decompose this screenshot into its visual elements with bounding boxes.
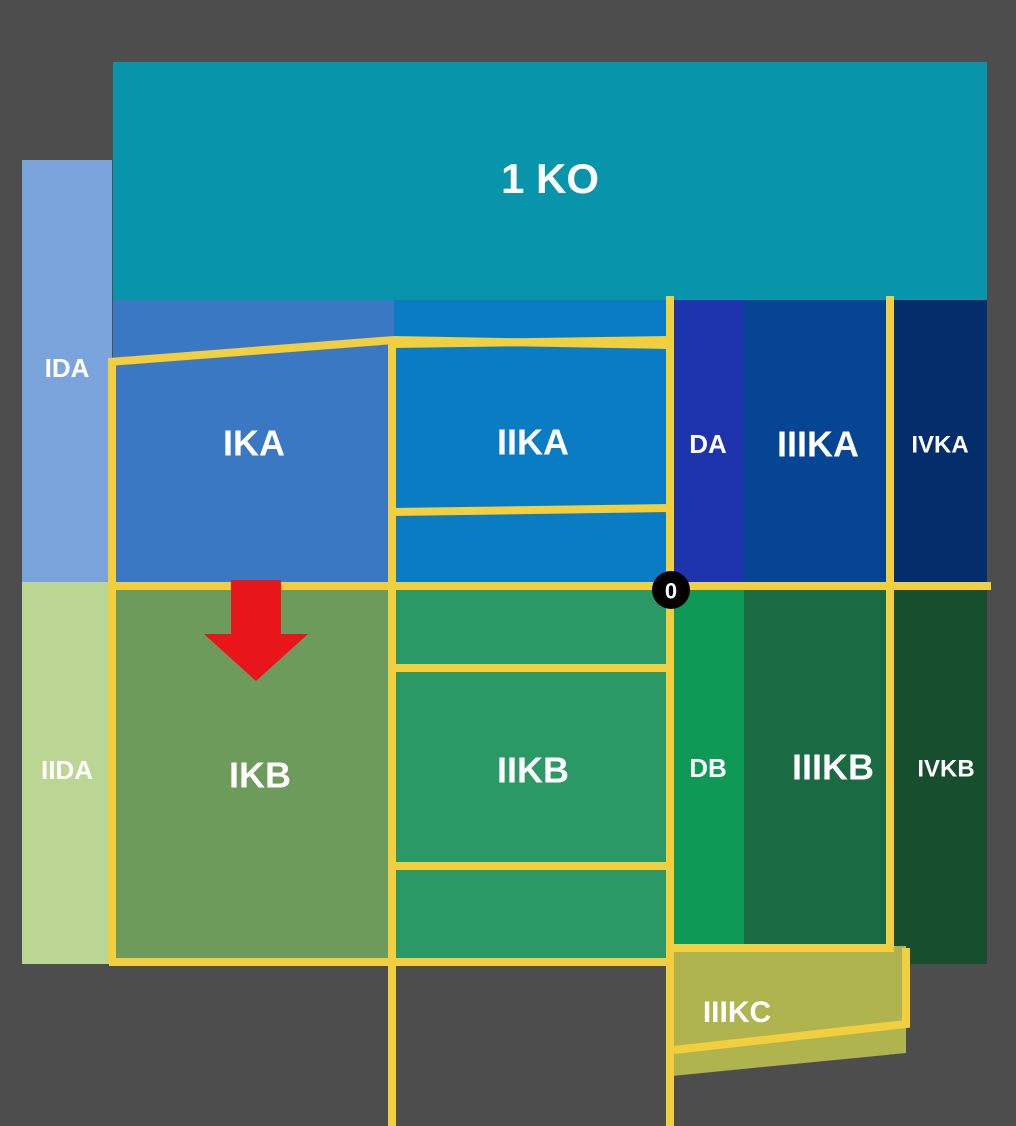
label-IVKB: IVKB xyxy=(917,755,974,782)
label-IIIKC: IIIKC xyxy=(703,996,771,1029)
grid-h-iika-lower xyxy=(391,504,671,516)
label-IIDA: IIDA xyxy=(41,755,93,785)
region-DA[interactable] xyxy=(670,300,744,582)
origin-marker-label: 0 xyxy=(665,579,677,604)
region-IIKB[interactable] xyxy=(394,582,670,964)
label-IKB: IKB xyxy=(229,755,291,796)
label-IIIKA: IIIKA xyxy=(777,424,859,465)
region-DB[interactable] xyxy=(670,582,744,946)
label-DB: DB xyxy=(689,753,727,783)
label-IIKA: IIKA xyxy=(497,422,569,463)
label-IKA: IKA xyxy=(223,423,285,464)
region-IIIKB[interactable] xyxy=(744,582,892,946)
label-IVKA: IVKA xyxy=(911,431,968,458)
region-IVKA[interactable] xyxy=(892,300,987,582)
label-IDA: IDA xyxy=(45,353,90,383)
label-IIIKB: IIIKB xyxy=(792,747,874,788)
region-1KO[interactable] xyxy=(113,62,987,300)
label-IIKB: IIKB xyxy=(497,750,569,791)
label-1KO: 1 KO xyxy=(501,155,599,202)
grid-iiikc-outline xyxy=(673,948,910,1054)
region-IIDA[interactable] xyxy=(22,582,112,964)
label-DA: DA xyxy=(689,429,727,459)
region-IIIKA[interactable] xyxy=(744,300,892,582)
grid-h-iika-upper xyxy=(391,336,671,348)
region-IVKB[interactable] xyxy=(892,582,987,964)
down-arrow-icon xyxy=(204,580,308,681)
region-IDA[interactable] xyxy=(22,160,112,582)
origin-marker-circle[interactable] xyxy=(652,571,690,609)
